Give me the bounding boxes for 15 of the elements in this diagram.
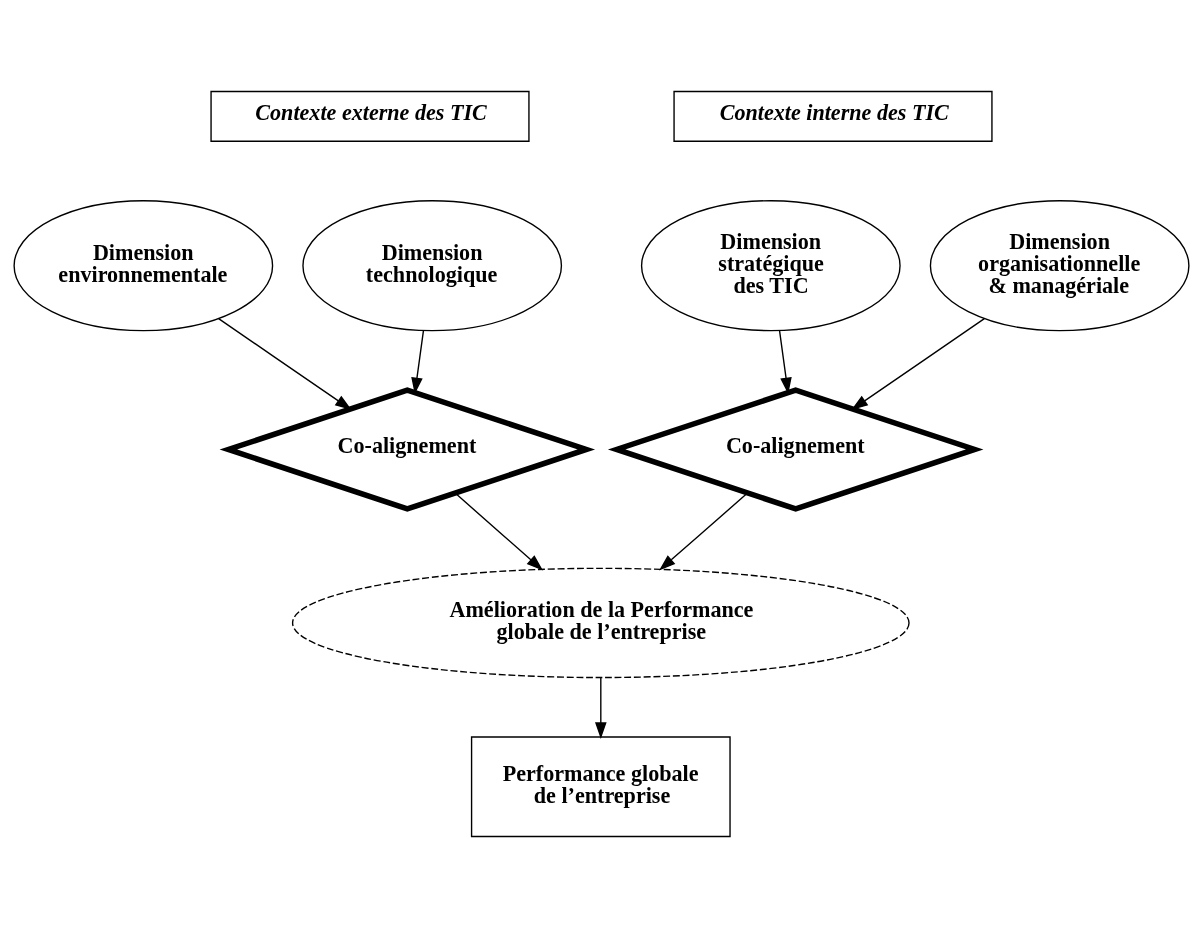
node-ellipse: Dimension technologique bbox=[302, 200, 563, 332]
arrow bbox=[217, 318, 352, 410]
arrow bbox=[595, 677, 607, 739]
node-diamond: Co-alignement bbox=[607, 387, 984, 512]
node-box: Contexte interne des TIC bbox=[673, 90, 993, 142]
arrow bbox=[659, 492, 749, 571]
node-ellipse: Dimension environnementale bbox=[13, 200, 274, 332]
node-box: Performance globale de l’entreprise bbox=[470, 736, 731, 838]
node-ellipse: Dimension stratégique des TIC bbox=[640, 200, 901, 332]
arrow bbox=[454, 492, 543, 571]
node-ellipse: Dimension organisationnelle & managériale bbox=[929, 200, 1190, 332]
node-box: Contexte externe des TIC bbox=[210, 90, 530, 142]
node-diamond: Co-alignement bbox=[219, 387, 596, 512]
arrow bbox=[851, 318, 986, 410]
node-ellipse: Amélioration de la Performance globale de l’entreprise bbox=[291, 567, 910, 679]
